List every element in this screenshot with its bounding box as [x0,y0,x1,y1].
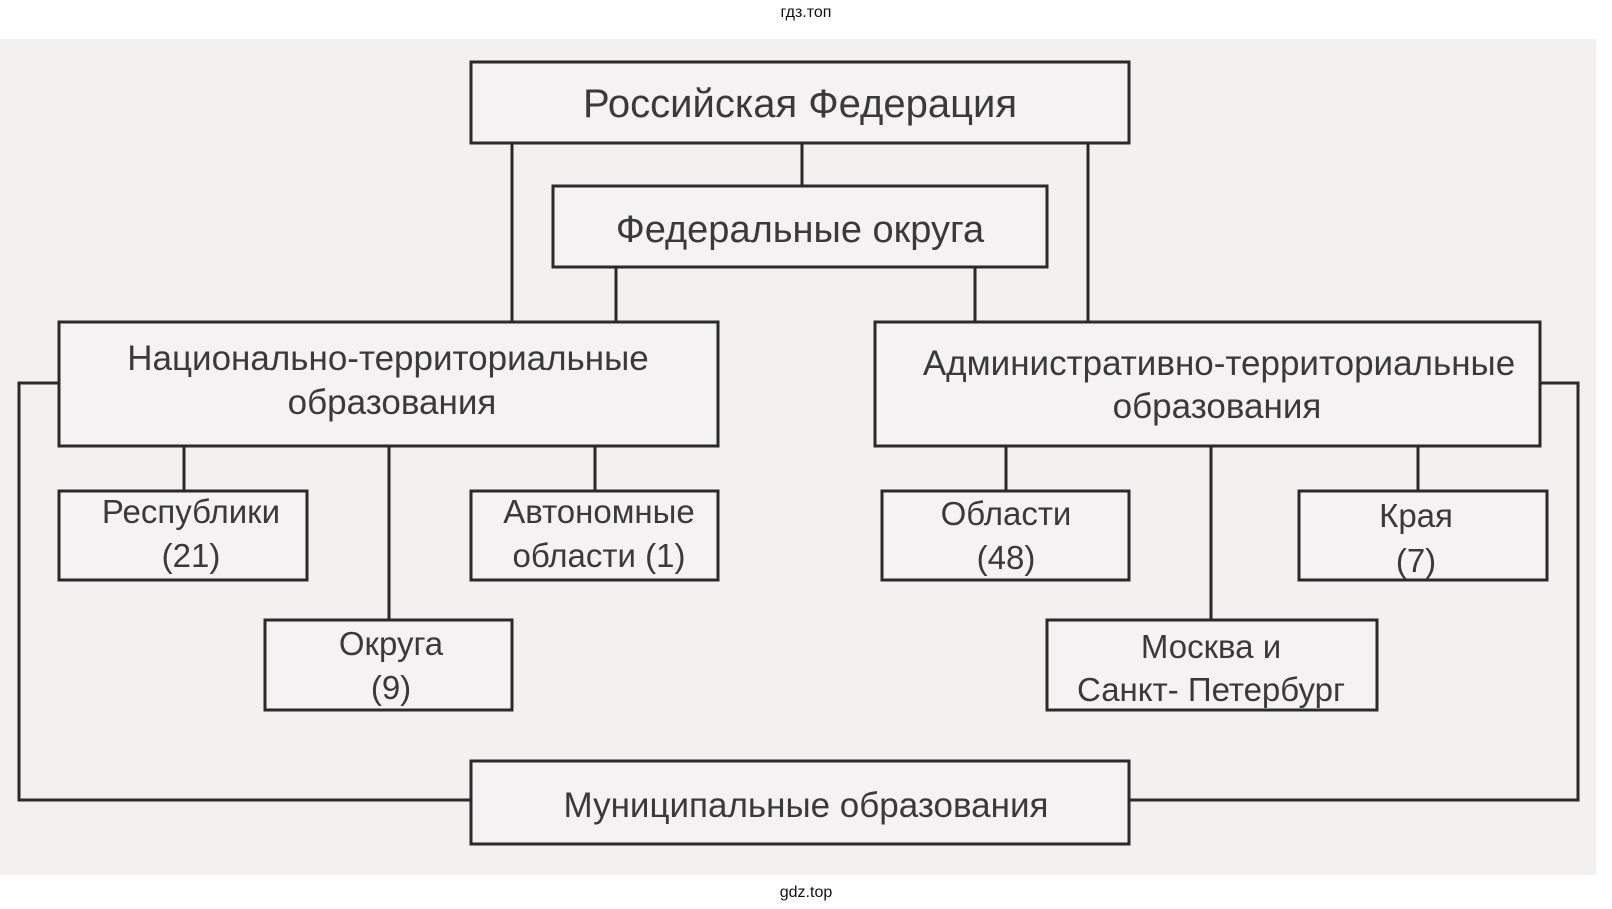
svg-text:образования: образования [288,383,497,422]
connectors [17,143,1580,802]
node-nt: Национально-территориальные образования [57,320,720,448]
node-resp: Республики (21) [57,489,309,582]
svg-text:Автономные: Автономные [503,493,694,530]
node-fo: Федеральные округа [551,184,1049,269]
svg-text:(7): (7) [1396,542,1436,579]
svg-text:Национально-территориальные: Национально-территориальные [127,339,648,378]
svg-text:Федеральные округа: Федеральные округа [616,209,985,251]
svg-text:(9): (9) [371,669,411,706]
node-at: Административно-территориальные образова… [873,320,1542,448]
node-okr: Округа (9) [263,618,514,712]
node-mun: Муниципальные образования [469,759,1131,846]
node-obl: Области (48) [880,489,1131,582]
svg-text:Области: Области [941,495,1072,532]
svg-text:(21): (21) [162,537,221,574]
node-kraya: Края (7) [1297,489,1549,582]
svg-text:(48): (48) [977,539,1036,576]
connector-nt-mun [17,381,471,802]
svg-text:Округа: Округа [339,625,444,662]
svg-text:Края: Края [1379,497,1453,534]
watermark-top: гдз.топ [780,4,832,21]
svg-text:Российская Федерация: Российская Федерация [583,82,1017,126]
svg-text:Санкт- Петербург: Санкт- Петербург [1077,671,1345,708]
svg-text:Республики: Республики [102,493,280,530]
svg-text:образования: образования [1113,387,1322,426]
connector-at-mun [1129,381,1580,802]
node-avt: Автономные области (1) [469,489,720,582]
watermark-bottom: gdz.top [779,884,833,901]
node-rf: Российская Федерация [469,60,1131,145]
svg-text:Муниципальные образования: Муниципальные образования [564,786,1049,825]
diagram-background [0,39,1596,875]
svg-text:Москва и: Москва и [1141,628,1281,665]
node-msk: Москва и Санкт- Петербург [1045,618,1379,712]
svg-text:Административно-территориальны: Административно-территориальные [923,344,1515,383]
svg-text:области (1): области (1) [513,537,686,574]
